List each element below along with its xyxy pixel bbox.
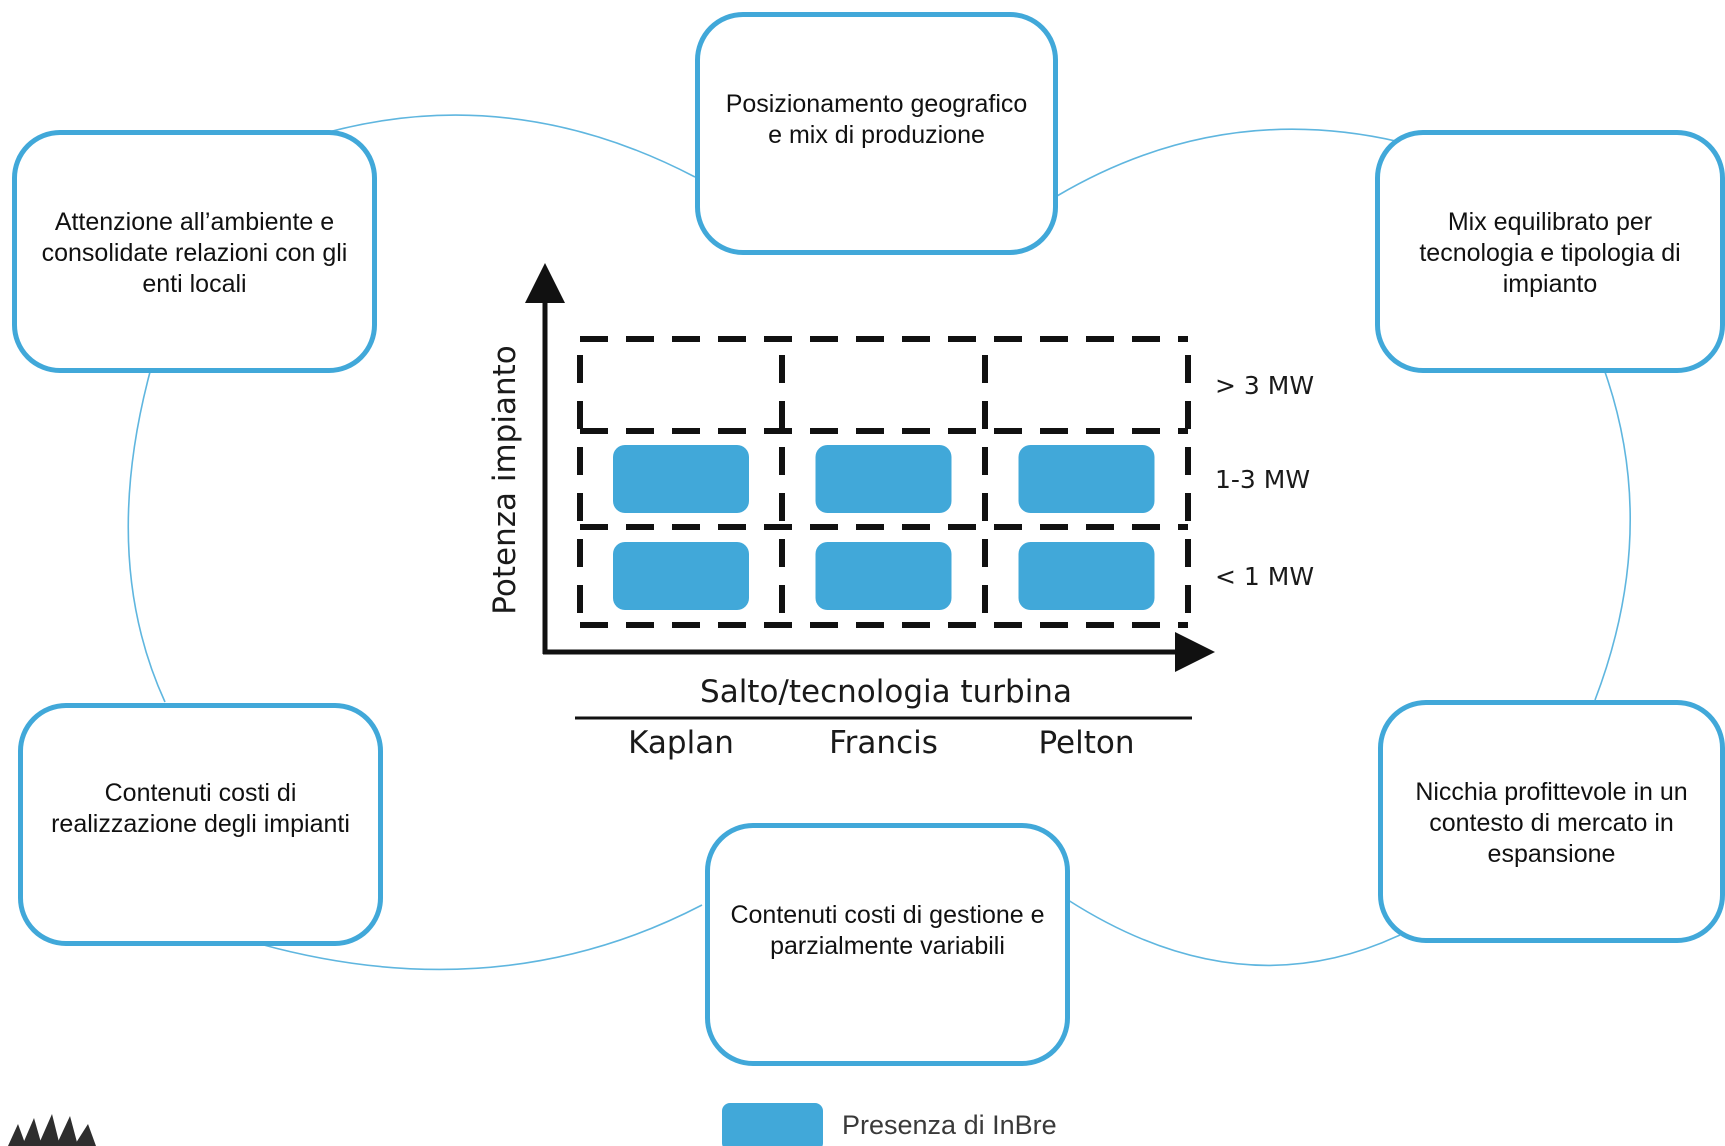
connector-top-right [1056,128,1401,197]
presence-cell-francis-row1 [815,445,952,513]
legend-swatch [722,1103,823,1146]
y-axis-label: Potenza impianto [487,345,523,614]
box-bottom-center: Contenuti costi di gestione e parzialmen… [705,823,1070,1066]
legend-label: Presenza di InBre [842,1110,1057,1140]
connector-left [127,371,166,703]
box-top-center: Posizionamento geografico e mix di produ… [695,12,1058,255]
matrix-grid [577,336,1191,628]
row-labels: > 3 MW 1-3 MW < 1 MW [1215,371,1314,591]
box-bottom-right-text: Nicchia profittevole in un contesto di m… [1415,778,1688,868]
box-bottom-left-text: Contenuti costi di realizzazione degli i… [51,779,350,838]
presence-cell-pelton-row2 [1018,542,1155,610]
column-label-pelton: Pelton [1038,725,1134,761]
column-label-francis: Francis [829,725,938,761]
presence-cell-pelton-row1 [1018,445,1155,513]
box-top-left: Attenzione all’ambiente e consolidate re… [12,130,377,373]
box-bottom-left: Contenuti costi di realizzazione degli i… [18,703,383,946]
row-label-0: > 3 MW [1215,371,1314,400]
matrix-cells [613,445,1155,610]
box-top-right: Mix equilibrato per tecnologia e tipolog… [1375,130,1725,373]
column-labels: Kaplan Francis Pelton [628,725,1134,761]
connector-right [1594,371,1631,701]
row-label-2: < 1 MW [1215,562,1314,591]
box-bottom-right: Nicchia profittevole in un contesto di m… [1378,700,1725,943]
turbine-logo-icon [8,1114,96,1146]
row-label-1: 1-3 MW [1215,465,1310,494]
presence-cell-francis-row2 [815,542,952,610]
box-top-left-text: Attenzione all’ambiente e consolidate re… [41,208,348,298]
box-top-center-text: Posizionamento geografico e mix di produ… [725,90,1028,149]
connector-bottom-left [259,904,703,971]
presence-cell-kaplan-row2 [613,542,749,610]
column-label-kaplan: Kaplan [628,725,734,761]
presence-cell-kaplan-row1 [613,445,749,513]
box-bottom-center-text: Contenuti costi di gestione e parzialmen… [730,901,1045,960]
connector-bottom-right [1067,899,1401,967]
box-top-right-text: Mix equilibrato per tecnologia e tipolog… [1419,208,1681,298]
x-axis-label: Salto/tecnologia turbina [700,674,1072,710]
